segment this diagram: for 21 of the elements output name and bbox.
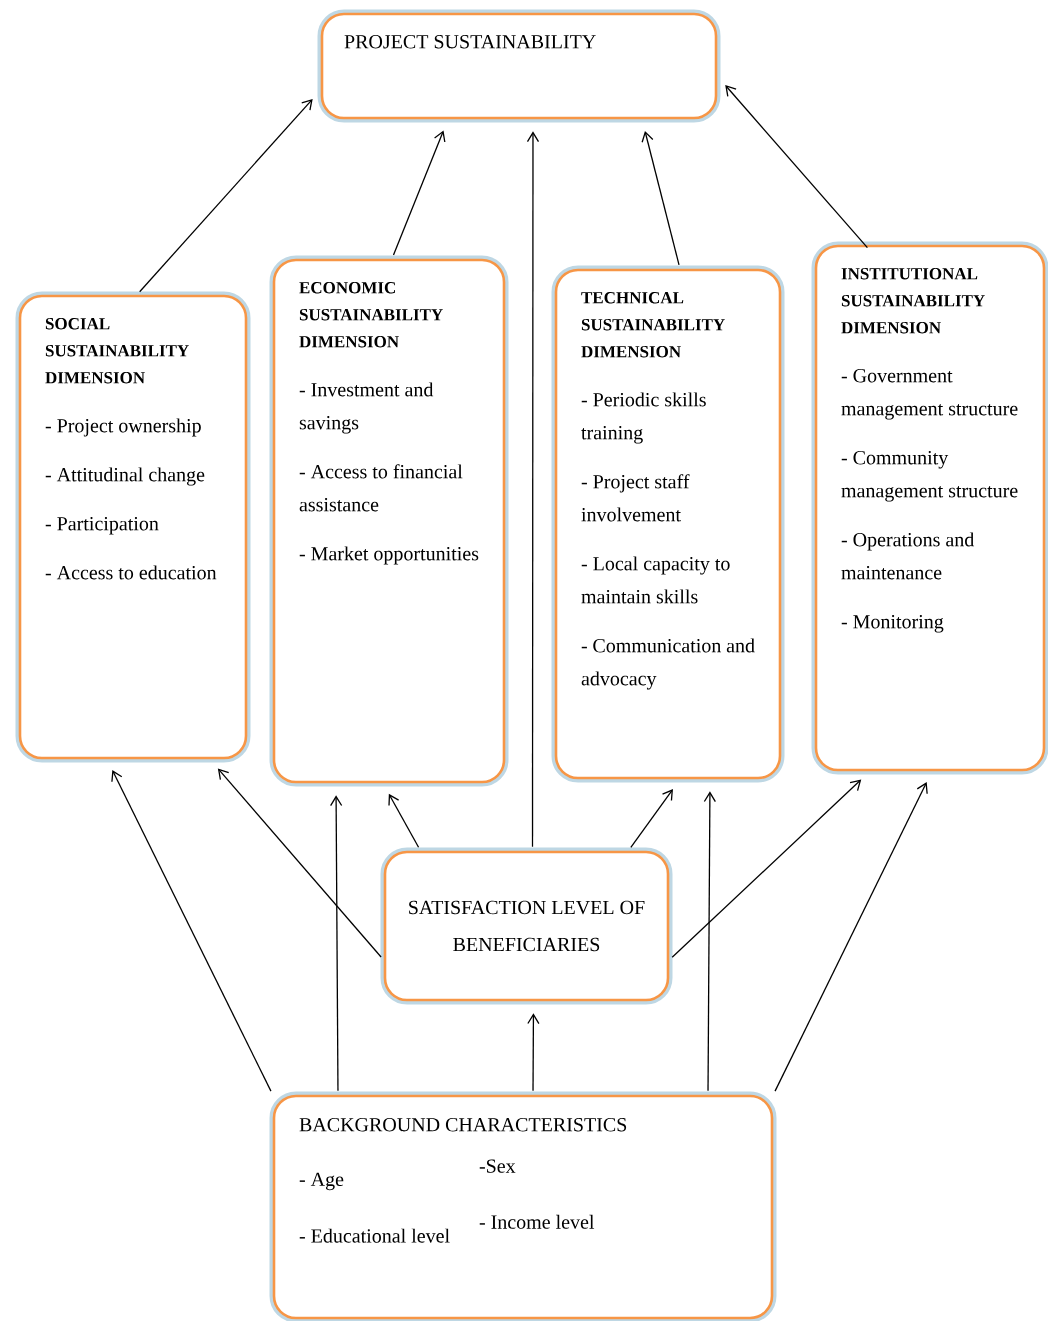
arrow: [388, 793, 420, 848]
arrow: [527, 1013, 540, 1092]
dimension-box: TECHNICAL SUSTAINABILITY DIMENSION - Periodic skills training - Project staff involvement - Local capacity to maintain skills - Communication and advocacy: [551, 265, 785, 783]
arrow: [217, 768, 382, 958]
arrow: [774, 782, 928, 1092]
arrow: [139, 98, 313, 293]
arrow: [630, 789, 673, 849]
dimension-box: ECONOMIC SUSTAINABILITY DIMENSION - Investment and savings - Access to financial assistance - Market opportunities: [269, 255, 509, 787]
arrow: [111, 770, 272, 1092]
arrow: [392, 130, 446, 256]
dimension-box: SOCIAL SUSTAINABILITY DIMENSION - Project ownership - Attitudinal change - Participation - Access to education: [15, 291, 251, 763]
arrow: [526, 131, 540, 848]
result-box: PROJECT SUSTAINABILITY: [317, 9, 721, 123]
arrow: [725, 85, 868, 249]
dimension-box: INSTITUTIONAL SUSTAINABILITY DIMENSION - Government management structure - Community management structure - Operations and maintenance - Monitoring: [811, 241, 1048, 775]
arrow: [671, 779, 862, 958]
input-box: BACKGROUND CHARACTERISTICS - Age -Sex - Educational level - Income level: [269, 1091, 777, 1321]
arrow: [703, 791, 716, 1092]
arrow: [330, 795, 343, 1092]
mediator-box: SATISFACTION LEVEL OF BENEFICIARIES: [380, 847, 673, 1005]
arrow: [641, 130, 680, 266]
